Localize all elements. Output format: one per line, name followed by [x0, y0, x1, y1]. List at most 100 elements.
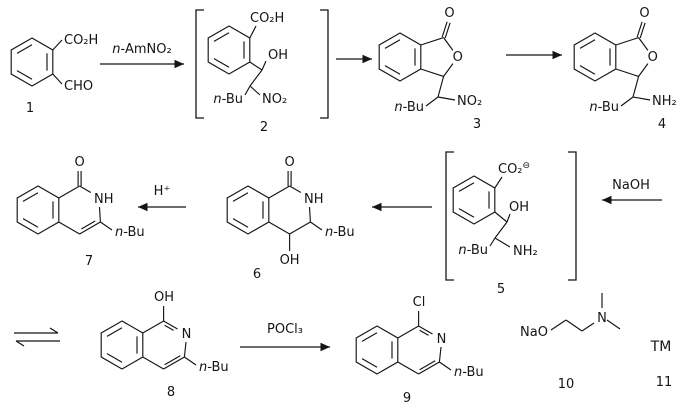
reagent-pocl3-label: POCl₃: [267, 322, 303, 337]
carboxylic-acid-label: CO₂H: [64, 33, 98, 48]
ring-oxygen-label: O: [453, 50, 463, 65]
carbonyl-double-bond: [77, 171, 82, 186]
aromatic-inner-bonds: [16, 44, 48, 80]
c3-c4-double-bond: [81, 220, 96, 230]
ring-oxygen-label: O: [648, 50, 658, 65]
target-molecule-label: TM: [650, 339, 672, 355]
hydroxyl-label: OH: [280, 253, 300, 268]
hydroxyl-label: OH: [268, 48, 288, 63]
substituent-bonds: [418, 311, 452, 371]
side-chain-bonds: [620, 76, 651, 107]
amine-label: NH₂: [513, 244, 538, 259]
n-bu-bond: [100, 221, 113, 231]
nh-label: NH: [94, 192, 114, 207]
carbonyl-double-bond: [287, 171, 292, 186]
right-bracket: [320, 9, 329, 119]
compound-7-number: 7: [85, 254, 93, 269]
aromatic-inner-bonds: [579, 39, 611, 75]
sodium-alkoxide-label: NaO: [520, 325, 548, 340]
nitro-label: NO₂: [457, 94, 482, 109]
lactone-ring-bonds: [615, 37, 649, 77]
left-bracket: [195, 9, 204, 119]
n-bu-label: n-Bu: [589, 100, 619, 115]
compound-6-number: 6: [253, 267, 261, 282]
carbonyl-oxygen-label: O: [284, 155, 294, 170]
compound-5: CO₂⊖ OH n-Bu NH₂ 5: [445, 151, 577, 297]
aromatic-inner-bonds: [361, 332, 393, 368]
carboxylic-acid-label: CO₂H: [250, 11, 284, 26]
chain-bonds: [550, 293, 621, 332]
substituent-bonds: [52, 39, 63, 85]
reagent-naoh-label: NaOH: [612, 178, 650, 193]
amine-nitrogen-label: N: [597, 311, 607, 326]
compound-3: O O n-Bu NO₂ 3: [378, 6, 482, 132]
n-bu-label: n-Bu: [394, 100, 424, 115]
compound-5-number: 5: [497, 282, 505, 297]
compound-10: NaO N 10: [520, 293, 621, 392]
compound-2: CO₂H OH n-Bu NO₂ 2: [195, 9, 329, 135]
aromatic-inner-bonds: [213, 32, 245, 68]
lactam-ring-bonds: [268, 185, 311, 235]
lactone-ring-bonds: [420, 37, 454, 77]
aromatic-inner-bonds: [22, 192, 54, 228]
side-chain-bonds: [425, 76, 456, 107]
ring-nitrogen-label: N: [182, 327, 192, 342]
reagent-n-amno2-label: n-AmNO₂: [112, 42, 171, 57]
hydroxyl-label: OH: [154, 290, 174, 305]
carbonyl-oxygen-label: O: [74, 155, 84, 170]
compound-8: OH N n-Bu 8: [100, 290, 229, 400]
carbonyl-double-bond: [441, 21, 451, 39]
substituent-bonds: [163, 306, 197, 366]
reaction-arrow-4: H⁺: [138, 184, 186, 212]
compound-4-number: 4: [658, 117, 666, 132]
reaction-arrow-6: NaOH: [602, 178, 662, 205]
compound-2-number: 2: [260, 120, 268, 135]
equilibrium-bottom-harpoon: [15, 340, 60, 347]
compound-1: CO₂H CHO 1: [10, 33, 98, 116]
reagent-hplus-label: H⁺: [154, 184, 171, 199]
c3-c4-double-bond: [419, 360, 436, 371]
reaction-arrow-7: POCl₃: [240, 322, 330, 352]
hydroxyl-label: OH: [509, 200, 529, 215]
compound-11: TM 11: [650, 339, 673, 390]
compound-3-number: 3: [473, 117, 481, 132]
left-bracket: [445, 151, 454, 281]
ring-nitrogen-label: N: [437, 332, 447, 347]
substituent-bonds: [289, 221, 323, 251]
pyridine-ring-bonds: [397, 325, 442, 375]
n-bu-label: n-Bu: [213, 92, 243, 107]
nitro-label: NO₂: [262, 92, 287, 107]
pyridine-ring-bonds: [142, 320, 187, 370]
n-bu-label: n-Bu: [454, 365, 484, 380]
aromatic-inner-bonds: [384, 39, 416, 75]
c3-c4-double-bond: [164, 355, 181, 366]
carboxylate-label: CO₂⊖: [498, 161, 530, 177]
c1-n-double-bond: [164, 324, 174, 331]
aromatic-inner-bonds: [106, 327, 138, 363]
n-bu-label: n-Bu: [458, 243, 488, 258]
compound-10-number: 10: [558, 377, 575, 392]
reaction-arrow-1: n-AmNO₂: [100, 42, 184, 69]
c1-n-double-bond: [419, 329, 429, 336]
compound-7: O NH n-Bu 7: [16, 155, 145, 269]
compound-9-number: 9: [403, 391, 411, 406]
aromatic-inner-bonds: [232, 192, 264, 228]
aldehyde-label: CHO: [64, 79, 93, 94]
n-bu-label: n-Bu: [325, 225, 355, 240]
equilibrium-top-harpoon: [14, 327, 59, 334]
nh-label: NH: [304, 192, 324, 207]
amine-label: NH₂: [652, 94, 677, 109]
chloro-label: Cl: [413, 295, 426, 310]
pyridinone-ring-bonds: [58, 185, 101, 235]
compound-9: Cl N n-Bu 9: [355, 295, 484, 406]
n-bu-label: n-Bu: [199, 360, 229, 375]
compound-4: O O n-Bu NH₂ 4: [573, 6, 677, 132]
carbonyl-oxygen-label: O: [444, 6, 454, 21]
compound-8-number: 8: [167, 385, 175, 400]
aromatic-inner-bonds: [458, 182, 490, 218]
equilibrium-arrows: [14, 327, 60, 347]
n-bu-label: n-Bu: [115, 225, 145, 240]
right-bracket: [568, 151, 577, 281]
